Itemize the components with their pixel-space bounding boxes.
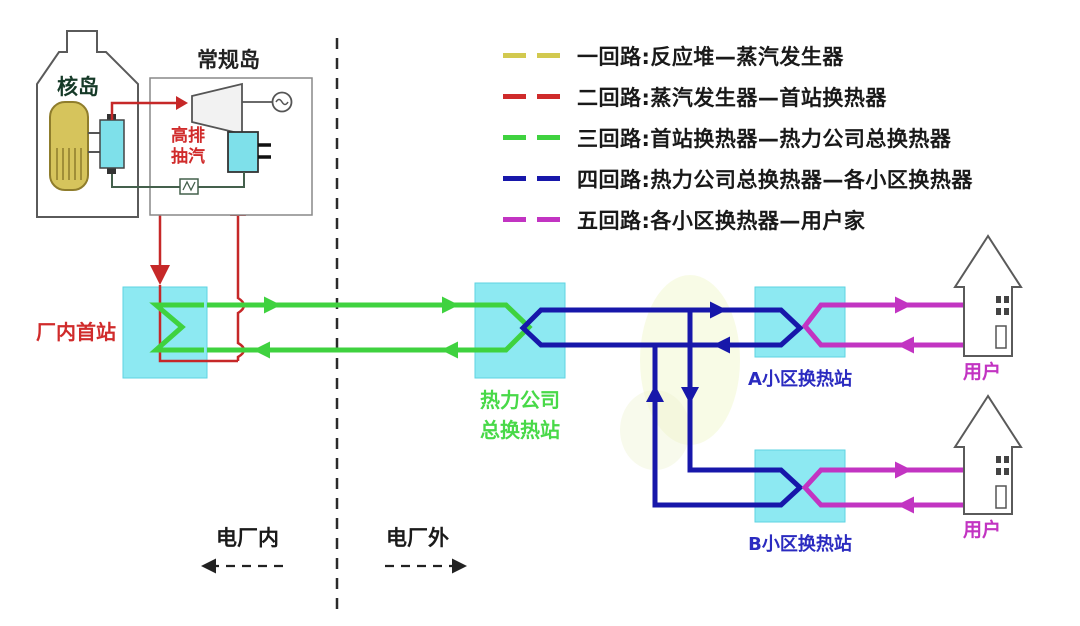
generator-sine-icon bbox=[275, 98, 289, 106]
magenta-flow-arrow-right bbox=[895, 296, 912, 314]
extraction-steam-label: 高排 抽汽 bbox=[171, 126, 205, 168]
house-b-windows bbox=[996, 456, 1009, 475]
loop3-dash-icon bbox=[503, 135, 561, 140]
magenta-flow-arrow-right bbox=[895, 461, 912, 479]
legend-item-loop-3: 三回路:首站换热器—热力公司总换热器 bbox=[503, 124, 973, 151]
loop1-dash-icon bbox=[503, 53, 561, 58]
nuclear-island bbox=[36, 30, 139, 218]
legend-item-loop-1: 一回路:反应堆—蒸汽发生器 bbox=[503, 42, 973, 69]
first-station-coil bbox=[149, 302, 204, 353]
green-flow-arrow-left bbox=[441, 341, 458, 359]
feedwater-line bbox=[111, 172, 245, 188]
loop3-green-pipes bbox=[149, 296, 533, 359]
reactor-vessel bbox=[49, 101, 89, 191]
first-station-box bbox=[122, 286, 208, 379]
legend-item-loop-4: 四回路:热力公司总换热器—各小区换热器 bbox=[503, 165, 973, 192]
heat-company-station-label: 热力公司 总换热站 bbox=[480, 388, 560, 442]
red-flow-arrow-down bbox=[150, 265, 170, 285]
legend-label: 二回路:蒸汽发生器—首站换热器 bbox=[577, 85, 887, 110]
legend-label: 四回路:热力公司总换热器—各小区换热器 bbox=[577, 167, 973, 192]
legend: 一回路:反应堆—蒸汽发生器 二回路:蒸汽发生器—首站换热器 三回路:首站换热器—… bbox=[503, 42, 973, 247]
legend-label: 三回路:首站换热器—热力公司总换热器 bbox=[577, 126, 952, 151]
steam-generator bbox=[99, 119, 125, 169]
house-a bbox=[953, 234, 1023, 357]
loop5-dash-icon bbox=[503, 217, 561, 222]
first-station-label: 厂内首站 bbox=[36, 320, 116, 344]
district-b-station-label: B小区换热站 bbox=[748, 534, 852, 555]
outside-zone-arrow-right bbox=[452, 558, 467, 574]
legend-label: 五回路:各小区换热器—用户家 bbox=[577, 208, 866, 233]
steam-arrow bbox=[176, 96, 188, 110]
blue-flow-arrow-up bbox=[646, 385, 664, 402]
house-b bbox=[953, 394, 1023, 515]
heat-company-coil-blue bbox=[519, 307, 565, 348]
zone-direction-arrows bbox=[201, 558, 467, 574]
blue-flow-arrow-down bbox=[681, 387, 699, 404]
conventional-island bbox=[110, 77, 313, 216]
heat-company-coil-green bbox=[475, 302, 533, 353]
inside-zone-arrow-left bbox=[201, 558, 216, 574]
legend-item-loop-2: 二回路:蒸汽发生器—首站换热器 bbox=[503, 83, 973, 110]
green-flow-arrow-right bbox=[442, 296, 459, 314]
district-b-coil-blue bbox=[755, 467, 804, 508]
district-b-coil-magenta bbox=[801, 467, 845, 508]
magenta-flow-arrow-left bbox=[897, 496, 914, 514]
district-a-coil-magenta bbox=[801, 302, 845, 348]
watermark bbox=[620, 275, 740, 470]
heat-company-box bbox=[474, 282, 566, 379]
conventional-island-label: 常规岛 bbox=[197, 48, 260, 72]
green-flow-arrow-left bbox=[253, 341, 270, 359]
user-a-label: 用户 bbox=[963, 361, 1002, 383]
loop4-blue-pipes bbox=[519, 301, 804, 508]
legend-label: 一回路:反应堆—蒸汽发生器 bbox=[577, 44, 844, 69]
legend-item-loop-5: 五回路:各小区换热器—用户家 bbox=[503, 206, 973, 233]
zone-outside-label: 电厂外 bbox=[386, 526, 449, 550]
district-a-coil-blue bbox=[755, 307, 804, 348]
main-steam-line bbox=[110, 101, 176, 120]
green-flow-arrow-right bbox=[264, 296, 281, 314]
house-b-door bbox=[995, 485, 1007, 509]
first-station-heater bbox=[227, 131, 259, 173]
district-a-station-label: A小区换热站 bbox=[748, 369, 852, 390]
loop2-dash-icon bbox=[503, 94, 561, 99]
fuel-rods bbox=[56, 148, 82, 180]
nuclear-island-label: 核岛 bbox=[57, 75, 99, 99]
house-a-windows bbox=[996, 296, 1009, 315]
blue-flow-arrow-right bbox=[710, 301, 727, 319]
user-b-label: 用户 bbox=[963, 519, 1002, 541]
zone-inside-label: 电厂内 bbox=[216, 526, 279, 550]
blue-flow-arrow-left bbox=[713, 336, 730, 354]
magenta-flow-arrow-left bbox=[897, 336, 914, 354]
house-a-door bbox=[995, 325, 1007, 349]
loop4-dash-icon bbox=[503, 176, 561, 181]
